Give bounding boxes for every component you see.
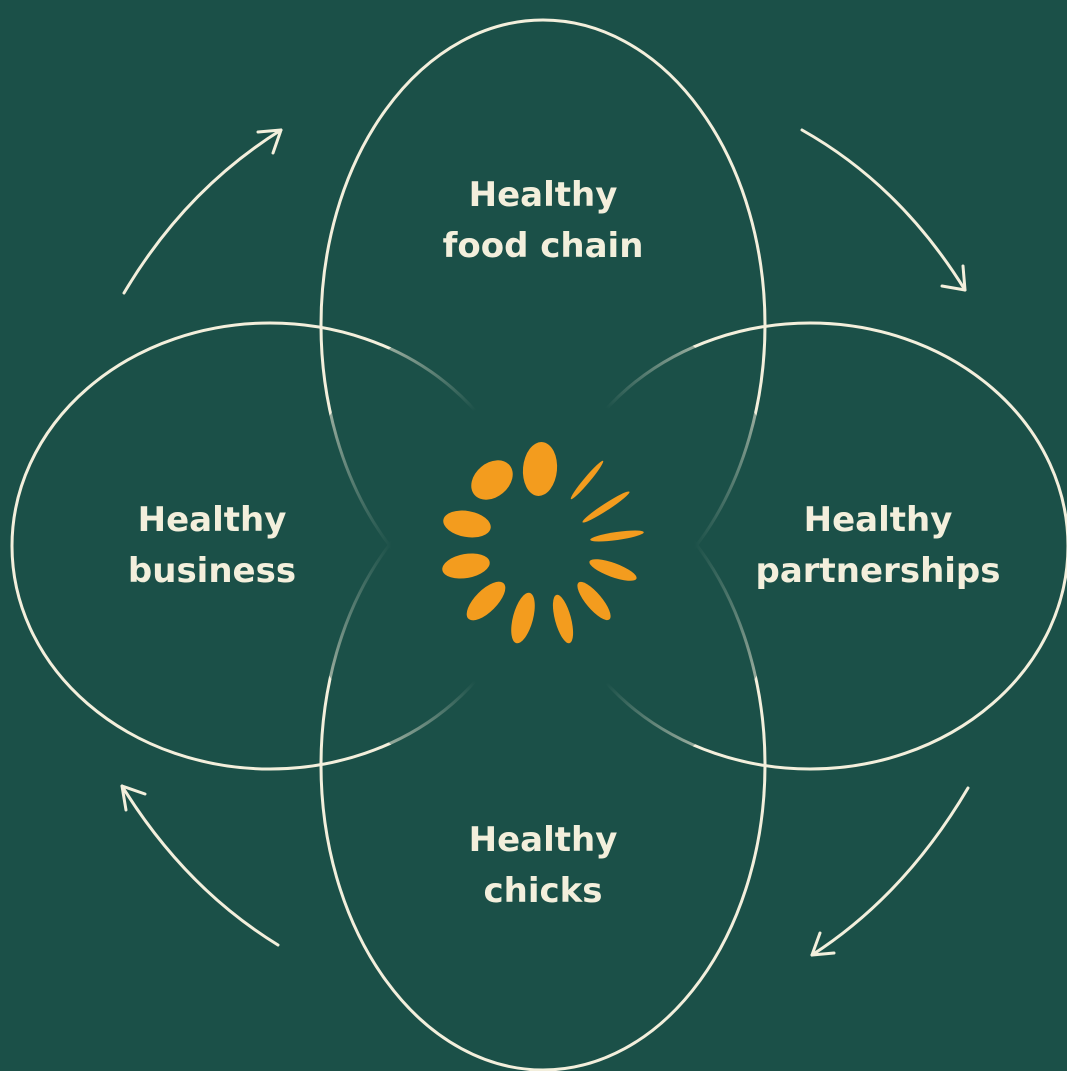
- center-fade: [293, 296, 793, 796]
- sunburst-logo-icon: [442, 442, 644, 644]
- petal-bottom-line1: Healthy: [468, 820, 618, 860]
- cycle-arrow-top-right: [800, 128, 967, 292]
- petal-left-line1: Healthy: [137, 500, 287, 540]
- petal-top-line2: food chain: [442, 226, 644, 266]
- petal-right-line2: partnerships: [755, 551, 1001, 591]
- petal-top-line1: Healthy: [468, 175, 618, 215]
- petal-label-left: Healthy business: [128, 495, 296, 597]
- cycle-arrow-top-left: [122, 128, 283, 295]
- petal-left-line2: business: [127, 551, 297, 591]
- petal-label-right: Healthy partnerships: [755, 495, 1000, 597]
- petal-right-line1: Healthy: [803, 500, 953, 540]
- petal-label-bottom: Healthy chicks: [469, 815, 618, 917]
- petal-bottom-line2: chicks: [483, 871, 603, 911]
- petal-label-top: Healthy food chain: [443, 170, 644, 272]
- cycle-arrow-bottom-left: [120, 784, 280, 947]
- cycle-arrow-bottom-right: [810, 786, 970, 957]
